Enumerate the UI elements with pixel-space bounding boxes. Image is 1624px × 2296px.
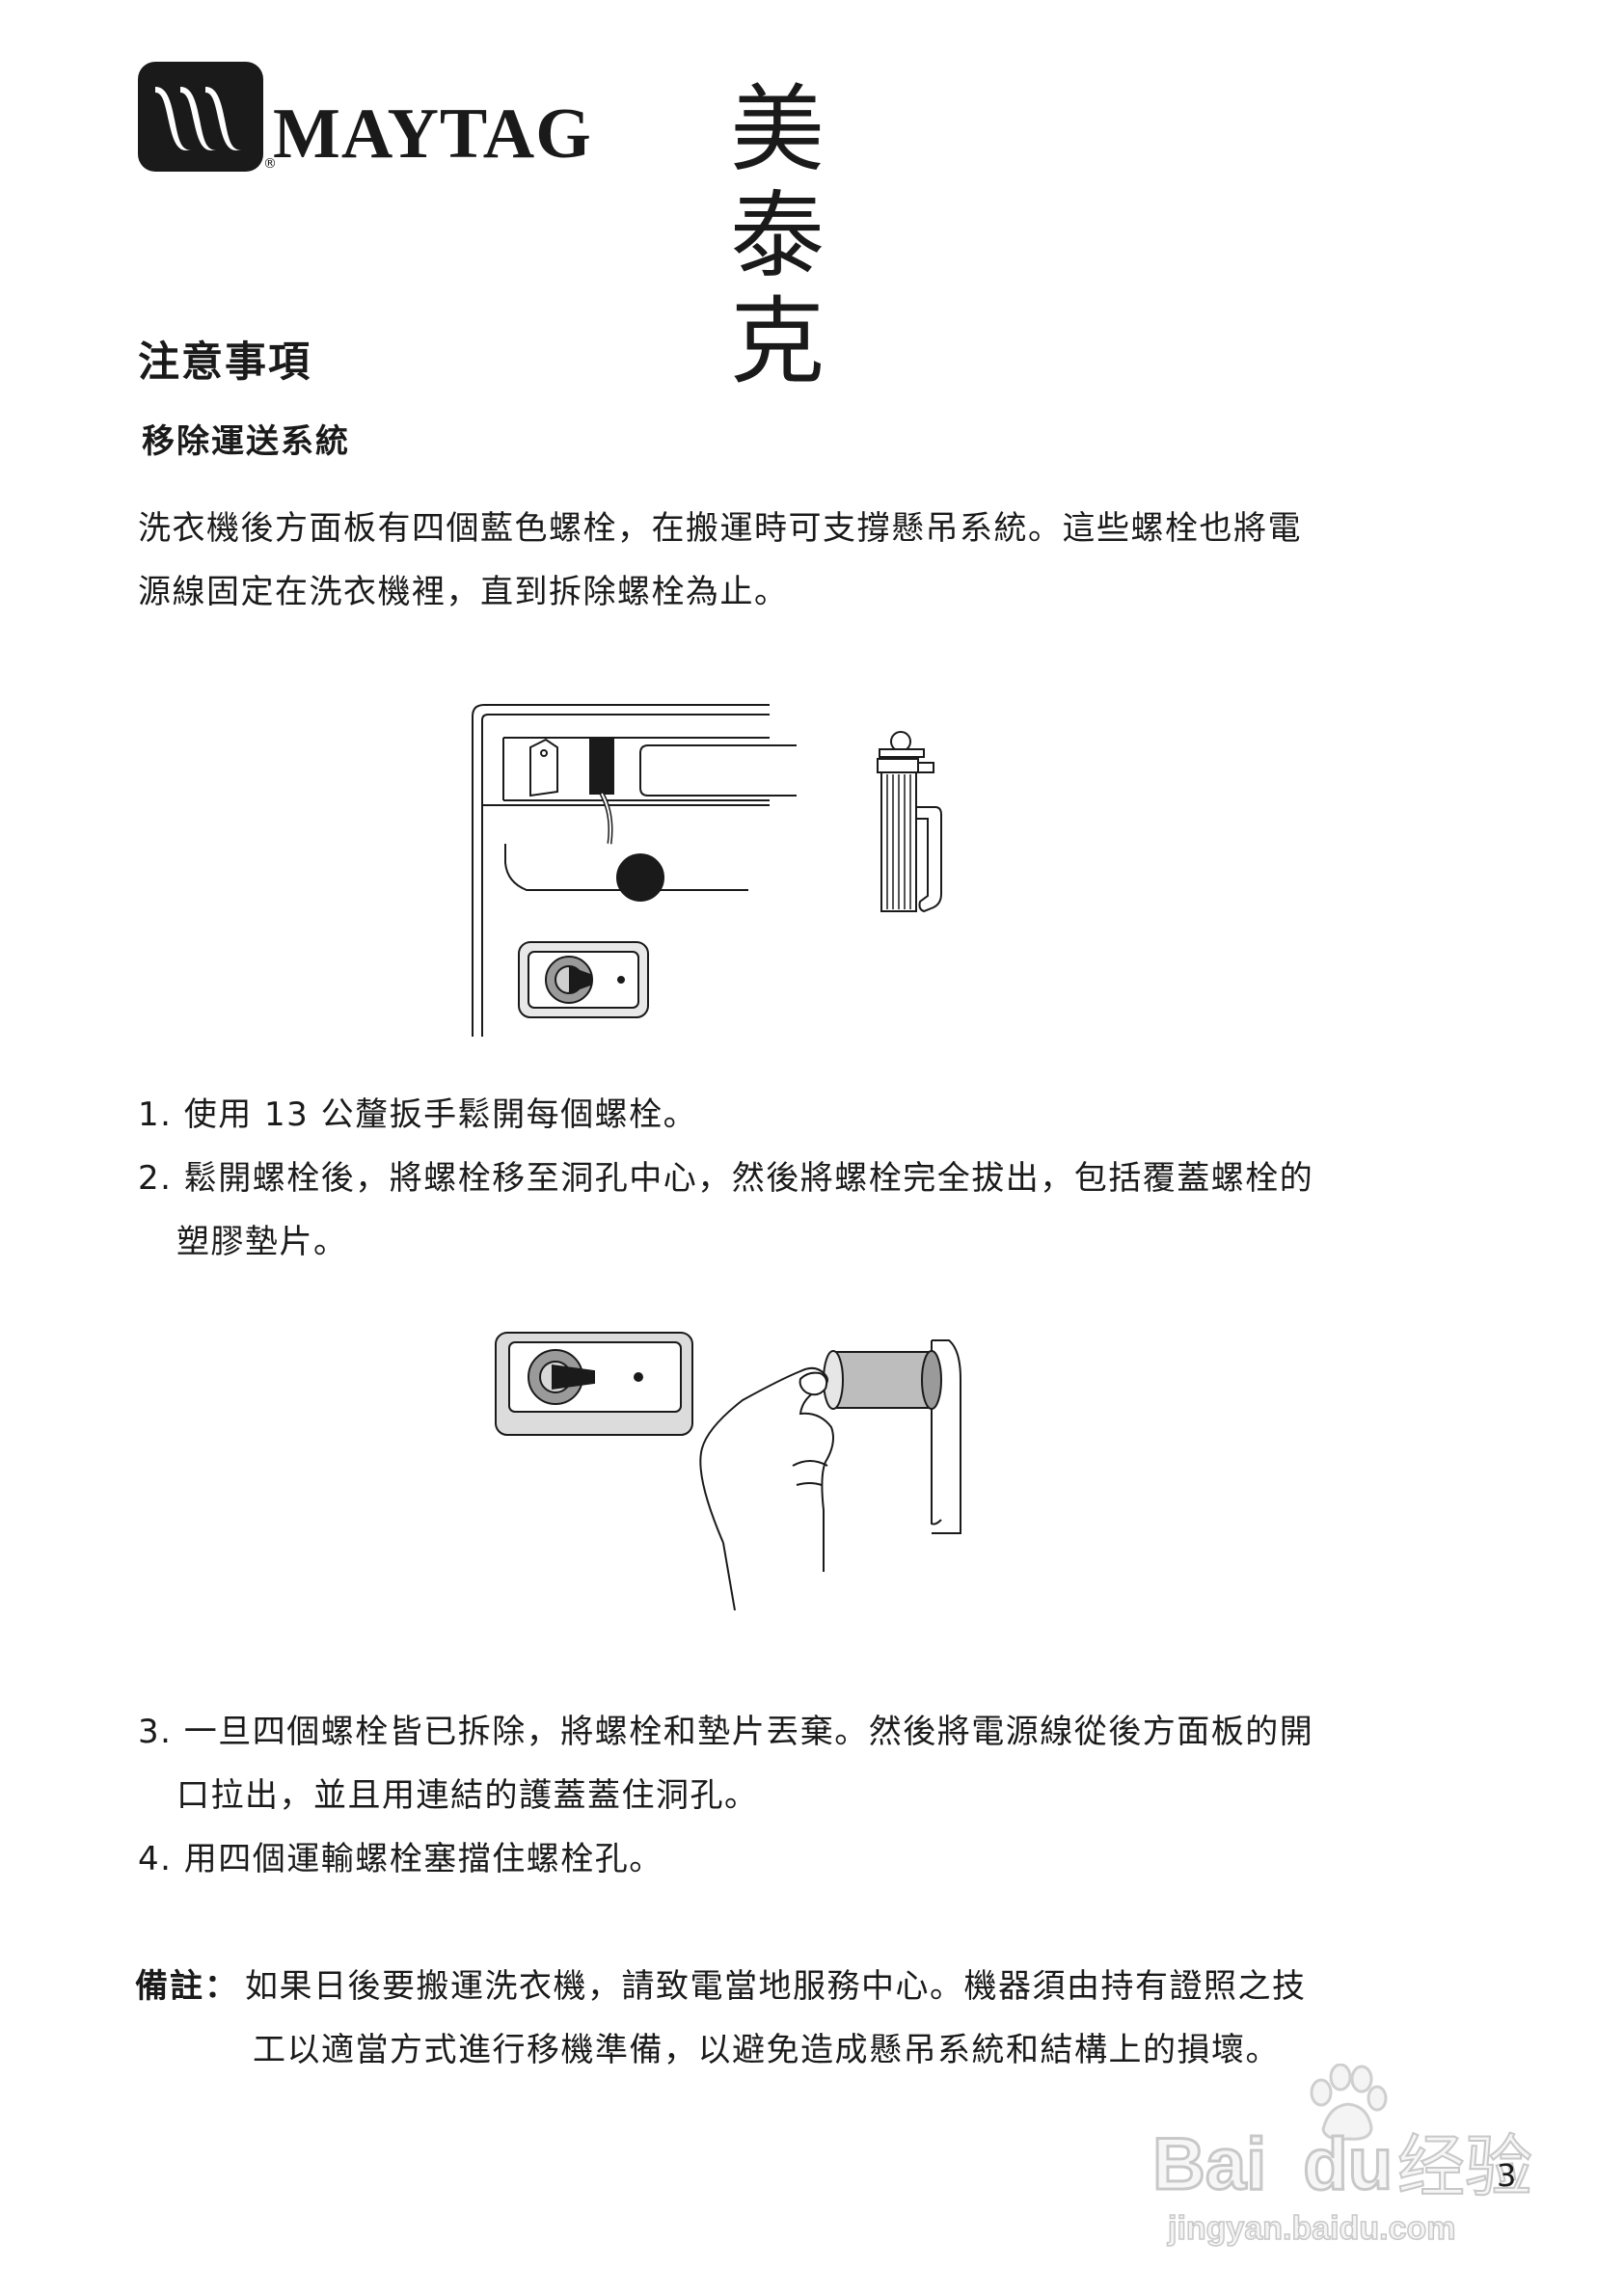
step-3: 3. 一旦四個螺栓皆已拆除，將螺栓和墊片丟棄。然後將電源線從後方面板的開 bbox=[138, 1713, 1314, 1751]
step-2-continued: 塑膠墊片。 bbox=[176, 1223, 348, 1261]
intro-line-1: 洗衣機後方面板有四個藍色螺栓，在搬運時可支撐懸吊系統。這些螺栓也將電 bbox=[138, 509, 1302, 548]
watermark-jingyan-text: 经验 bbox=[1396, 2126, 1533, 2207]
watermark-url: jingyan.baidu.com bbox=[1167, 2209, 1456, 2248]
paw-icon bbox=[1310, 2064, 1388, 2141]
step-1: 1. 使用 13 公釐扳手鬆開每個螺栓。 bbox=[138, 1095, 698, 1134]
brand-name-cjk: 美泰克 bbox=[730, 75, 826, 397]
maytag-logo: MAYTAG 美泰克 ® bbox=[138, 60, 871, 395]
step-2: 2. 鬆開螺栓後，將螺栓移至洞孔中心，然後將螺栓完全拔出，包括覆蓋螺栓的 bbox=[138, 1159, 1314, 1198]
note-line-1: 如果日後要搬運洗衣機，請致電當地服務中心。機器須由持有證照之技 bbox=[245, 1967, 1307, 2006]
rear-panel-illustration bbox=[472, 704, 942, 1037]
intro-line-2: 源線固定在洗衣機裡，直到拆除螺栓為止。 bbox=[138, 573, 789, 611]
intro-paragraph: 洗衣機後方面板有四個藍色螺栓，在搬運時可支撐懸吊系統。這些螺栓也將電 源線固定在… bbox=[138, 497, 1302, 624]
maytag-logo-mark-icon bbox=[138, 62, 263, 172]
step-3-continued: 口拉出，並且用連結的護蓋蓋住洞孔。 bbox=[176, 1776, 759, 1815]
note-line-2: 工以適當方式進行移機準備，以避免造成懸吊系統和結構上的損壞。 bbox=[253, 2031, 1280, 2069]
section-subheading: 移除運送系統 bbox=[142, 422, 350, 461]
note-label: 備註： bbox=[135, 1967, 239, 2006]
section-heading: 注意事項 bbox=[138, 338, 311, 387]
brand-wordmark: MAYTAG bbox=[273, 95, 592, 174]
page-number: 3 bbox=[1497, 2157, 1517, 2194]
step-4: 4. 用四個運輸螺栓塞擋住螺栓孔。 bbox=[138, 1840, 663, 1878]
registered-mark: ® bbox=[263, 156, 277, 172]
bolt-removal-illustration bbox=[495, 1332, 961, 1610]
